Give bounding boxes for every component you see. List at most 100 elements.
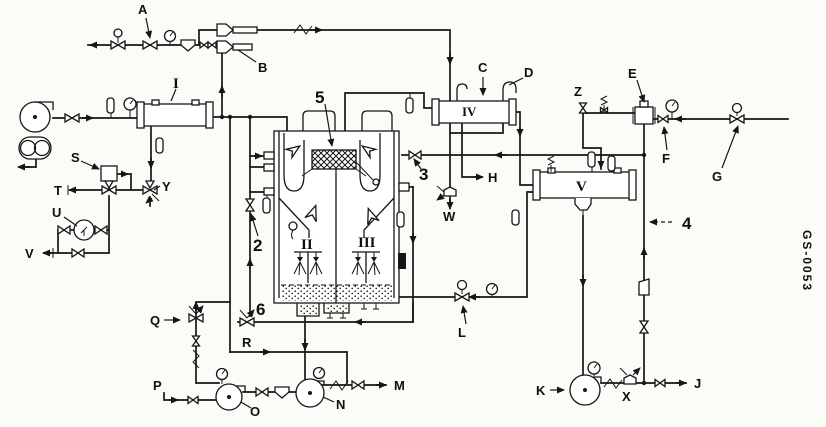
label-leaders	[63, 17, 739, 409]
ejector-b	[216, 40, 234, 54]
drain-valve-w	[437, 185, 457, 200]
callout-j: J	[694, 376, 701, 391]
relief-valve-ze	[599, 95, 609, 114]
valves-and-fittings	[57, 24, 745, 405]
callout-p: P	[153, 378, 162, 393]
spray-nozzles-chamber-ii	[293, 251, 323, 283]
check-valve-line4	[638, 278, 650, 296]
equipment-numeral-ii: II	[301, 237, 313, 253]
zone-number-4: 4	[682, 214, 692, 233]
control-valve-q	[188, 306, 203, 324]
check-valve-m	[329, 380, 349, 391]
callout-v: V	[25, 246, 34, 261]
pump-u	[73, 219, 95, 241]
spray-nozzles-chamber-iii	[351, 251, 381, 283]
evaporator-shell	[262, 110, 410, 319]
thermometer-well-v2	[607, 155, 616, 172]
strainer-steam	[180, 39, 196, 52]
callout-k: K	[536, 383, 546, 398]
equipment-numeral-v: V	[576, 179, 587, 195]
equipment-numeral-i: I	[173, 76, 179, 92]
valve-blower-discharge	[64, 112, 80, 124]
nozzle-flange-1	[263, 151, 275, 160]
control-valve-x	[619, 368, 640, 385]
igniter-symbol	[288, 221, 298, 240]
callout-y: Y	[162, 179, 171, 194]
thermometer-well-l-line	[511, 209, 520, 226]
callout-e: E	[628, 66, 637, 81]
three-way-valve-t	[101, 180, 117, 196]
thermometer-well-inlet	[106, 97, 115, 118]
valve-o-discharge	[255, 386, 269, 398]
condenser-iv	[405, 81, 517, 126]
drawing-number: GS-0053	[800, 230, 814, 292]
water-sump	[281, 284, 393, 319]
zone-number-3: 3	[419, 165, 428, 184]
valve-v-line	[71, 247, 85, 259]
pressure-regulator-e	[632, 100, 656, 125]
gauge-steam	[163, 29, 177, 45]
gauge-e	[665, 99, 679, 119]
callout-h: H	[488, 170, 497, 185]
valve-z	[578, 102, 588, 114]
callout-f: F	[662, 151, 670, 166]
pump-n	[295, 366, 326, 408]
callout-n: N	[336, 397, 345, 412]
heat-exchanger-i	[106, 97, 214, 154]
valve-u-discharge	[94, 224, 108, 236]
vent-loop-left	[456, 83, 468, 101]
callout-q: Q	[150, 313, 160, 328]
control-box-s	[100, 165, 118, 182]
callout-g: G	[712, 169, 722, 184]
valve-line4	[638, 320, 650, 334]
valve-q-bypass	[191, 335, 201, 347]
thermometer-well-left	[262, 192, 271, 214]
callout-o: O	[250, 404, 260, 419]
flow-direction-arrows	[17, 26, 687, 404]
air-ejector-assembly	[216, 23, 258, 54]
u-tube-left	[283, 133, 305, 192]
callout-r: R	[242, 335, 252, 350]
demister-basket	[301, 149, 380, 186]
valve-a	[142, 39, 158, 51]
callout-m: M	[394, 378, 405, 393]
pump-o	[215, 367, 246, 411]
labels: A B C D E F G H J K L M N O P Q R S T U …	[25, 2, 814, 419]
valve-2	[244, 198, 256, 212]
callout-s: S	[71, 150, 80, 165]
condenser-v	[511, 151, 637, 226]
pressure-gauge-inlet	[123, 97, 137, 118]
equipment-numeral-iii: III	[358, 235, 376, 251]
valve-pair-ejector	[199, 40, 217, 50]
callout-l: L	[458, 325, 466, 340]
check-valve-ejector-discharge	[293, 24, 313, 35]
flex-joint-q	[192, 349, 200, 369]
valve-3	[408, 149, 422, 161]
callout-x: X	[622, 389, 631, 404]
pump-k	[569, 361, 602, 406]
sight-glass	[398, 253, 406, 269]
thermometer-well-v1	[587, 151, 596, 172]
callout-t: T	[54, 183, 62, 198]
check-valve-f	[657, 114, 669, 124]
zone-number-5: 5	[315, 88, 324, 107]
thermometer-well-drain	[155, 137, 164, 154]
valve-m	[351, 379, 365, 391]
vapor-flow-arrows	[283, 144, 380, 225]
valve-j	[654, 378, 666, 388]
thermometer-well-right	[396, 211, 405, 228]
gauge-l-line	[485, 282, 499, 297]
strainer-n-suction	[274, 386, 290, 399]
equipment-numeral-iv: IV	[462, 104, 477, 119]
vent-loop-right	[502, 81, 517, 101]
condensate-funnel	[574, 198, 592, 211]
globe-valve-g	[729, 102, 745, 125]
three-way-valve-y	[143, 180, 160, 203]
callout-w: W	[443, 209, 456, 224]
nozzle-flange-3	[263, 187, 275, 196]
callout-u: U	[52, 205, 61, 220]
relief-valve-v	[546, 155, 556, 172]
air-blower	[18, 101, 54, 160]
